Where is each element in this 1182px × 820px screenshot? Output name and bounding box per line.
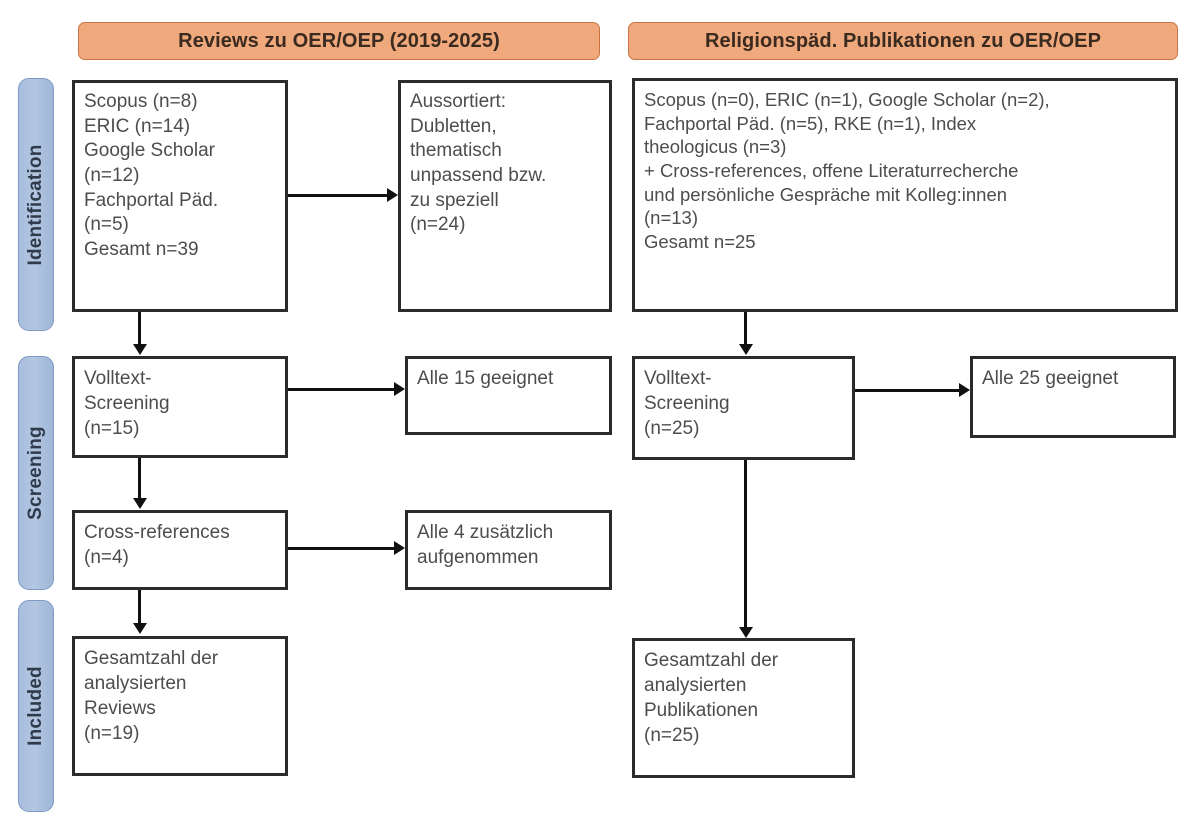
arrowhead-right-fulltext-to-result <box>959 383 970 397</box>
box-left-crossrefs-result: Alle 4 zusätzlich aufgenommen <box>405 510 612 590</box>
box-right-included-total-text: Gesamtzahl der analysierten Publikatione… <box>644 650 779 747</box>
stage-label-identification-text: Identification <box>25 143 46 266</box>
box-left-crossrefs-text: Cross-references (n=4) <box>84 522 230 569</box>
stage-label-included-text: Included <box>25 666 46 746</box>
connector-left-crossrefs-to-result <box>288 547 394 550</box>
banner-left-column: Reviews zu OER/OEP (2019-2025) <box>78 22 600 60</box>
box-left-sources-text: Scopus (n=8) ERIC (n=14) Google Scholar … <box>84 91 219 261</box>
box-right-included-total: Gesamtzahl der analysierten Publikatione… <box>632 638 855 778</box>
box-left-crossrefs: Cross-references (n=4) <box>72 510 288 590</box>
box-left-fulltext-result: Alle 15 geeignet <box>405 356 612 435</box>
banner-right-column-text: Religionspäd. Publikationen zu OER/OEP <box>704 29 1102 52</box>
arrowhead-left-sources-to-excluded <box>387 188 398 202</box>
arrowhead-left-sources-to-fulltext <box>133 344 147 355</box>
arrowhead-left-fulltext-to-crossrefs <box>133 498 147 509</box>
connector-left-sources-to-excluded <box>288 194 387 197</box>
box-right-sources-text: Scopus (n=0), ERIC (n=1), Google Scholar… <box>644 89 1050 253</box>
box-left-excluded-text: Aussortiert: Dubletten, thematisch unpas… <box>410 91 547 236</box>
box-right-fulltext-result-text: Alle 25 geeignet <box>982 368 1119 389</box>
box-left-crossrefs-result-text: Alle 4 zusätzlich aufgenommen <box>417 522 554 569</box>
connector-left-crossrefs-to-included <box>138 590 141 624</box>
connector-left-sources-to-fulltext <box>138 312 141 345</box>
arrowhead-left-crossrefs-to-included <box>133 623 147 634</box>
stage-label-screening-text: Screening <box>25 426 46 520</box>
stage-label-identification: Identification <box>18 78 54 331</box>
box-left-fulltext-result-text: Alle 15 geeignet <box>417 368 554 389</box>
box-left-included-total-text: Gesamtzahl der analysierten Reviews (n=1… <box>84 648 219 745</box>
box-right-sources: Scopus (n=0), ERIC (n=1), Google Scholar… <box>632 78 1178 312</box>
banner-left-column-text: Reviews zu OER/OEP (2019-2025) <box>178 29 500 52</box>
stage-label-screening: Screening <box>18 356 54 590</box>
connector-right-sources-to-fulltext <box>744 312 747 345</box>
arrowhead-left-crossrefs-to-result <box>394 541 405 555</box>
box-left-fulltext-screening-text: Volltext- Screening (n=15) <box>84 368 170 440</box>
box-left-included-total: Gesamtzahl der analysierten Reviews (n=1… <box>72 636 288 776</box>
arrowhead-right-sources-to-fulltext <box>739 344 753 355</box>
box-right-fulltext-result: Alle 25 geeignet <box>970 356 1176 438</box>
box-right-fulltext-screening-text: Volltext- Screening (n=25) <box>644 368 730 440</box>
connector-right-fulltext-to-included <box>744 460 747 628</box>
box-left-sources: Scopus (n=8) ERIC (n=14) Google Scholar … <box>72 80 288 312</box>
stage-label-included: Included <box>18 600 54 812</box>
connector-right-fulltext-to-result <box>855 389 959 392</box>
banner-right-column: Religionspäd. Publikationen zu OER/OEP <box>628 22 1178 60</box>
box-left-excluded: Aussortiert: Dubletten, thematisch unpas… <box>398 80 612 312</box>
connector-left-fulltext-to-crossrefs <box>138 458 141 499</box>
arrowhead-right-fulltext-to-included <box>739 627 753 638</box>
connector-left-fulltext-to-result <box>288 388 394 391</box>
box-right-fulltext-screening: Volltext- Screening (n=25) <box>632 356 855 460</box>
box-left-fulltext-screening: Volltext- Screening (n=15) <box>72 356 288 458</box>
arrowhead-left-fulltext-to-result <box>394 382 405 396</box>
